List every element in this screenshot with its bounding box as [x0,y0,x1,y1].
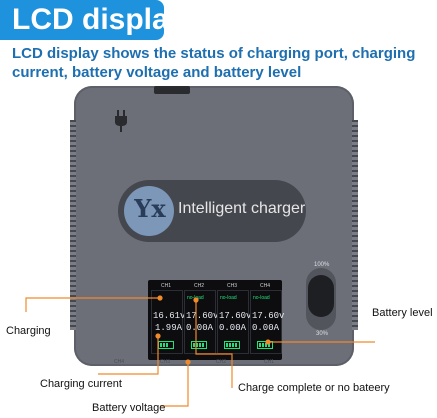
bottom-label-ch2: CH2 [216,359,227,365]
title-badge [0,0,164,40]
ch4-voltage: 17.60v [252,311,285,321]
lcd-ch1-label: CH1 [160,283,171,289]
power-switch[interactable] [154,86,190,94]
page-title: LCD display [12,3,186,36]
lcd-cell-ch1: 16.61v 1.99A [151,290,186,354]
ch2-voltage: 17.60v [186,311,219,321]
bottom-label-ch3: CH3 [160,359,171,365]
logo-letters: Yx [134,194,166,223]
ch4-status: no-load [253,295,270,301]
slider-top-label: 100% [314,262,330,268]
callout-battery-level: Battery level [372,307,433,319]
lcd-cell-ch4: no-load 17.60v 0.00A [250,290,285,354]
slider-bottom-label: 30% [316,331,329,337]
bottom-label-ch4: CH4 [114,359,125,365]
lcd-ch3-label: CH3 [226,283,237,289]
ch3-battery-icon [224,341,240,349]
ch1-battery-icon [158,341,174,349]
lcd-ch2-label: CH2 [193,283,204,289]
callout-charging: Charging [6,325,51,337]
callout-battery-voltage: Battery voltage [92,402,166,414]
lcd-screen: CH1 CH2 CH3 CH4 16.61v 1.99A no-load 17.… [148,280,285,360]
power-plug-icon [115,110,127,132]
ch2-current: 0.00A [186,323,214,333]
lcd-cell-ch3: no-load 17.60v 0.00A [217,290,252,354]
callout-charging-current: Charging current [40,378,122,390]
right-vent [352,120,358,330]
ch1-current: 1.99A [155,323,183,333]
subtitle: LCD display shows the status of charging… [12,45,416,81]
ch2-status: no-load [187,295,204,301]
ch4-current: 0.00A [252,323,280,333]
ch3-current: 0.00A [219,323,247,333]
lcd-ch4-label: CH4 [259,283,270,289]
callout-charge-complete: Charge complete or no bateery [238,382,390,394]
ch4-battery-icon [257,341,273,349]
callout-line-battery-voltage [160,362,189,407]
bottom-label-ch1: CH1 [264,359,275,365]
ch3-voltage: 17.60v [219,311,252,321]
left-vent [70,120,76,330]
battery-level-switch[interactable] [308,275,334,317]
logo-text: Intelligent charger [178,200,306,217]
ch1-voltage: 16.61v [153,311,186,321]
lcd-cell-ch2: no-load 17.60v 0.00A [184,290,219,354]
logo-mark [124,186,174,236]
ch2-battery-icon [191,341,207,349]
ch3-status: no-load [220,295,237,301]
